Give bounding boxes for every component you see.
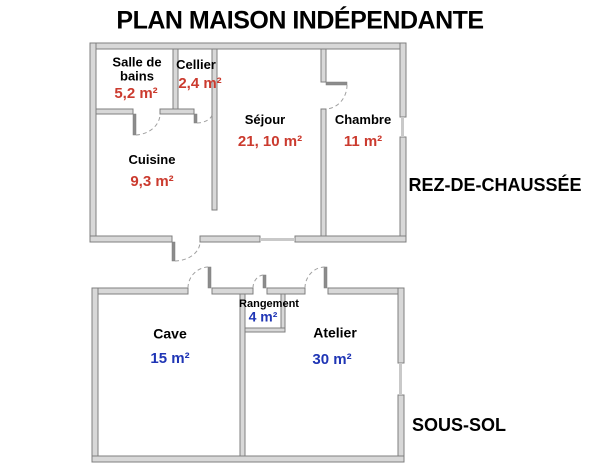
page-title: PLAN MAISON INDÉPENDANTE	[116, 6, 484, 35]
window	[399, 363, 402, 395]
wall	[266, 287, 306, 295]
wall	[91, 455, 405, 463]
wall	[397, 287, 405, 364]
floor-label-rez-de-chaussee: REZ-DE-CHAUSSÉE	[408, 175, 582, 196]
door-cave	[187, 266, 212, 289]
wall	[91, 287, 189, 295]
door-bedroom	[325, 81, 348, 110]
wall	[399, 42, 407, 118]
room-area-cuisine: 9,3 m²	[130, 172, 174, 190]
ground-floor-plan	[89, 42, 407, 262]
room-area-rangement: 4 m²	[248, 308, 278, 325]
room-area-sejour: 21, 10 m²	[237, 132, 303, 150]
wall	[89, 42, 407, 50]
wall	[211, 287, 254, 295]
window	[260, 238, 295, 241]
floor-label-sous-sol: SOUS-SOL	[411, 415, 507, 436]
door-bathroom	[132, 113, 161, 136]
wall	[294, 235, 407, 243]
wall	[211, 48, 218, 211]
window	[401, 117, 404, 137]
wall	[327, 287, 405, 295]
wall	[397, 394, 405, 463]
wall	[91, 287, 99, 463]
wall	[239, 293, 246, 457]
door-storage	[252, 274, 267, 289]
wall	[89, 42, 97, 243]
room-label-sejour: Séjour	[244, 111, 286, 127]
room-label-cuisine: Cuisine	[128, 151, 176, 167]
door-workshop	[304, 266, 328, 289]
room-label-atelier: Atelier	[313, 324, 357, 341]
wall	[320, 108, 327, 237]
room-area-cellier: 2,4 m²	[178, 74, 222, 92]
room-area-atelier: 30 m²	[312, 350, 352, 368]
room-label-salle-de-bains: Salle de bains	[112, 54, 162, 84]
wall	[89, 235, 173, 243]
wall	[320, 48, 327, 83]
room-area-salle-de-bains: 5,2 m²	[114, 84, 158, 102]
wall	[199, 235, 261, 243]
wall	[244, 327, 286, 333]
door-entrance	[171, 241, 201, 262]
room-label-rangement: Rangement	[239, 297, 299, 310]
wall	[399, 136, 407, 243]
wall	[95, 108, 134, 115]
door-cellar-closet	[193, 113, 213, 124]
room-label-chambre: Chambre	[334, 111, 392, 127]
room-area-chambre: 11 m²	[343, 132, 383, 150]
wall	[159, 108, 195, 115]
room-label-cellier: Cellier	[176, 56, 216, 72]
room-area-cave: 15 m²	[150, 349, 190, 367]
room-label-cave: Cave	[153, 325, 187, 342]
basement-plan	[91, 266, 405, 463]
